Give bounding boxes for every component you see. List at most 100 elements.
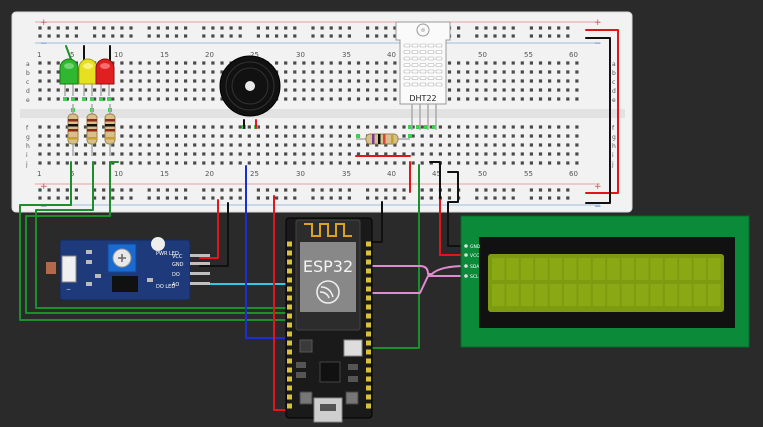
breadboard-hole [493,188,497,192]
esp32-pin[interactable] [287,394,292,400]
esp32-pin[interactable] [287,385,292,391]
resistor-dht-pullup[interactable] [356,133,410,145]
breadboard-hole [557,143,561,147]
esp32-pin[interactable] [366,358,371,364]
wire-black-dht-gnd[interactable] [429,161,441,201]
col-number: 1 [37,170,41,178]
esp32-pin[interactable] [366,403,371,409]
wire-green-led3[interactable] [25,161,287,314]
esp32-pin[interactable] [287,376,292,382]
breadboard-hole [111,26,115,30]
lcd-1602[interactable]: GND VCC SDA SCL [460,215,750,348]
wire-black-rail-right[interactable] [585,37,611,204]
esp32-pin[interactable] [287,313,292,319]
esp32-pin[interactable] [366,376,371,382]
esp32-pin[interactable] [287,295,292,301]
esp32-pin[interactable] [287,367,292,373]
breadboard-hole [74,34,78,38]
buzzer[interactable] [219,55,281,117]
wire-pink-lcd-sda[interactable] [371,265,467,275]
breadboard-hole [311,88,315,92]
boot-button[interactable] [299,391,313,405]
esp32-pin[interactable] [366,394,371,400]
breadboard-hole [65,143,69,147]
wire-green-led2[interactable] [35,161,287,309]
breadboard-hole [347,88,351,92]
lcd-cell [549,258,563,280]
resistor-led2[interactable] [86,104,98,156]
esp32-pin[interactable] [366,331,371,337]
esp32-pin[interactable] [366,295,371,301]
esp32-pin[interactable] [366,322,371,328]
esp32-pin[interactable] [287,250,292,256]
breadboard-hole [538,26,543,30]
breadboard-hole [284,143,288,147]
wire-red-rail-right[interactable] [585,29,619,194]
breadboard-hole [320,143,324,147]
ldr-module[interactable]: + − PWR LED DO LED VCC GND DO AO [46,237,210,301]
esp32-pin[interactable] [366,277,371,283]
breadboard-hole [466,61,470,65]
wire-black-esp-gnd[interactable] [371,201,383,243]
breadboard-hole [429,188,433,192]
esp32-pin[interactable] [366,340,371,346]
esp32-pin[interactable] [287,403,292,409]
resistor-led1[interactable] [67,104,79,156]
esp32-pin[interactable] [366,304,371,310]
esp32-pin[interactable] [287,241,292,247]
esp32-pin[interactable] [287,268,292,274]
esp32-pin[interactable] [366,268,371,274]
breadboard-hole [275,134,279,138]
led-green[interactable] [59,58,79,85]
breadboard-hole [302,152,306,156]
breadboard-hole [147,152,151,156]
esp32-pin[interactable] [366,385,371,391]
esp32-pin[interactable] [287,322,292,328]
esp32-pin[interactable] [366,367,371,373]
lcd-cell [520,258,534,280]
esp32-pin[interactable] [287,358,292,364]
breadboard-hole [74,161,78,165]
wire-green-dht-data[interactable] [371,164,420,349]
led-red[interactable] [95,58,115,85]
esp32-pin[interactable] [366,313,371,319]
wire-red-lcd-vcc[interactable] [439,199,467,256]
esp32-pin[interactable] [287,304,292,310]
wire-black-lcd-gnd[interactable] [447,171,467,247]
en-button[interactable] [345,391,359,405]
esp32-pin[interactable] [287,331,292,337]
breadboard-hole [520,97,524,101]
rail-plus-label-br: + [594,182,602,192]
esp32-pin[interactable] [366,286,371,292]
breadboard-hole [575,70,579,74]
led-yellow[interactable] [78,58,98,85]
esp32-pin[interactable] [366,241,371,247]
breadboard-hole [220,188,224,192]
wire-pink-lcd-scl[interactable] [371,275,467,294]
esp32-pin[interactable] [366,349,371,355]
wire-green-led1-route[interactable] [19,204,287,321]
esp32-pin[interactable] [366,259,371,265]
breadboard-hole [211,88,215,92]
occupied-hole [63,97,67,101]
esp32-pin[interactable] [366,250,371,256]
breadboard-hole [375,97,379,101]
wire-red-esp-vin[interactable] [273,195,287,411]
lcd-cell [664,258,678,280]
esp32-board[interactable]: ESP32 [285,217,373,423]
ldr-minus-label: − [66,286,71,293]
wire-black-ldr-gnd[interactable] [199,202,229,267]
esp32-pin[interactable] [287,259,292,265]
esp32-pin[interactable] [287,340,292,346]
breadboard-hole [65,34,69,38]
wire-blue-buzzer[interactable] [245,165,287,339]
wire-red-ldr-vcc[interactable] [199,199,219,259]
breadboard-hole [384,88,388,92]
esp32-pin[interactable] [287,277,292,283]
espressif-logo-icon [316,280,340,304]
breadboard-hole [83,134,88,138]
esp32-pin[interactable] [287,286,292,292]
esp32-pin[interactable] [287,349,292,355]
resistor-led3[interactable] [104,104,116,156]
dht22-sensor[interactable]: DHT22 [395,21,451,130]
